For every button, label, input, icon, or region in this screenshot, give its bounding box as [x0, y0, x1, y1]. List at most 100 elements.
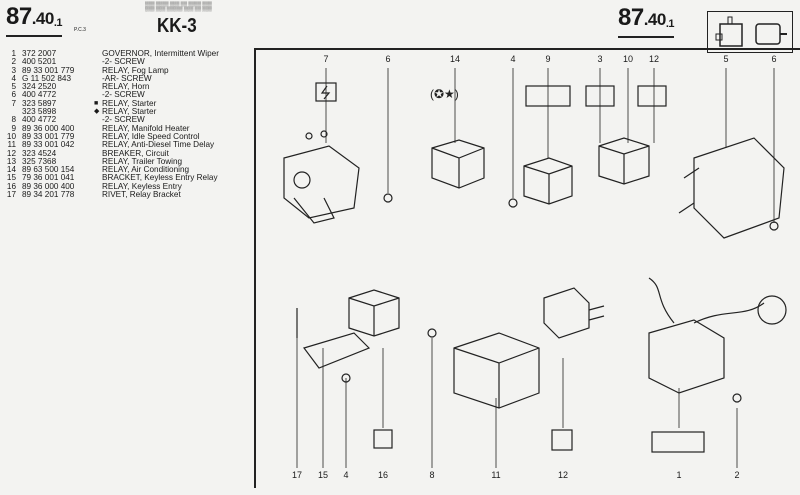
callout-number: 6 [385, 54, 391, 64]
callout-number: 6 [771, 54, 777, 64]
part-number: 89 34 201 778 [22, 190, 75, 200]
variant-symbol [94, 191, 102, 199]
item-number: 14 [6, 165, 16, 175]
diagram-top-rule [254, 48, 800, 50]
item-number: 16 [6, 181, 16, 191]
part-number: 89 36 000 400 [22, 123, 75, 133]
variant-symbol: ■ [94, 99, 99, 107]
part-description: RELAY, Fog Lamp [102, 65, 169, 75]
wiper-governor-1-drawing [648, 277, 787, 394]
part-description: BRACKET, Keyless Entry Relay [102, 173, 218, 183]
header-fine-print: ▒▒▒ ▒▒▒▒ ▒▒▒ ▒▒ ▒▒▒▒ ▒▒▒▒▒▒ ▒▒▒ ▒▒▒▒▒ ▒▒… [145, 1, 212, 11]
callout-number: 2 [734, 470, 740, 480]
callout-number: 12 [648, 54, 660, 64]
bracket-15-drawing [296, 308, 371, 369]
callout-number: 12 [557, 470, 569, 480]
part-description: RELAY, Starter [102, 98, 157, 108]
item-number: 9 [11, 123, 16, 133]
part-number: 89 33 001 042 [22, 140, 75, 150]
callout-number: 9 [545, 54, 551, 64]
item-number: 6 [11, 90, 16, 100]
item-number: 8 [11, 115, 16, 125]
parts-list-row: 1 372 2007 GOVERNOR, Intermittent Wiper [4, 49, 219, 58]
parts-list-row: 11 89 33 001 042 RELAY, Anti-Diesel Time D… [4, 140, 219, 150]
part-number: 372 2007 [22, 49, 57, 58]
part-description: RELAY, Keyless Entry [102, 181, 182, 191]
variant-symbol [94, 58, 102, 66]
part-description: RELAY, Idle Speed Control [102, 131, 200, 141]
part-number: 400 4772 [22, 115, 57, 125]
callout-number: 4 [510, 54, 516, 64]
part-description: RELAY, Horn [102, 82, 150, 92]
part-number: 89 33 001 779 [22, 65, 75, 75]
variant-symbol [94, 158, 102, 166]
callout-number: 11 [491, 470, 501, 480]
part-description: RELAY, Air Conditioning [102, 165, 190, 175]
part-description: RELAY, Manifold Heater [102, 123, 190, 133]
relay-16-drawing [348, 289, 400, 337]
variant-symbol [94, 141, 102, 149]
part-description: -AR- SCREW [102, 73, 152, 83]
page-number-right: 87.40.1 [618, 6, 675, 38]
parts-list-row: 14 89 63 500 154 RELAY, Air Conditioning [4, 165, 219, 175]
part-description: RELAY, Trailer Towing [102, 156, 183, 166]
callout-number: 5 [723, 54, 729, 64]
item-number: 4 [11, 73, 16, 83]
relay-10-drawing [598, 137, 650, 185]
relay-11-drawing [453, 332, 540, 409]
variant-symbol [94, 174, 102, 182]
callout-number: 7 [323, 54, 329, 64]
item-number: 11 [7, 140, 17, 150]
variant-symbol [94, 83, 102, 91]
part-description: BREAKER, Circuit [102, 148, 169, 158]
section-thumbnail [707, 11, 793, 53]
page-number: 87.40.1 [6, 5, 63, 37]
variant-symbol [94, 50, 102, 58]
callout-number: 16 [377, 470, 389, 480]
item-number: 5 [11, 82, 16, 92]
callout-number: 4 [343, 470, 349, 480]
item-number: 10 [6, 131, 16, 141]
variant-symbol [94, 75, 102, 83]
callout-number: 14 [449, 54, 461, 64]
variant-symbol [94, 166, 102, 174]
part-description: RELAY, Anti-Diesel Time Delay [102, 140, 215, 150]
part-number: G 11 502 843 [22, 73, 72, 83]
variant-symbol [94, 67, 102, 75]
item-number: 7 [11, 98, 16, 108]
item-number: 15 [6, 173, 16, 183]
part-description: -2- SCREW [102, 90, 145, 100]
part-number: 89 63 500 154 [22, 165, 75, 175]
part-description: RIVET, Relay Bracket [102, 190, 181, 200]
part-number: 79 36 001 041 [22, 173, 75, 183]
circuit-breaker-12-drawing [543, 287, 605, 339]
item-number: 1 [11, 49, 16, 58]
parts-list-row: 4 G 11 502 843 -AR- SCREW [4, 73, 219, 83]
variant-symbol [94, 116, 102, 124]
variant-symbol: ◆ [94, 108, 100, 116]
item-number: 13 [6, 156, 16, 166]
callout-number: 8 [429, 470, 435, 480]
horn-relay-5-drawing [678, 137, 785, 239]
function-symbols: (✪★) [315, 82, 705, 453]
leader-lines [296, 68, 775, 468]
relay-9-drawing [523, 157, 573, 205]
part-number: 323 5898 [22, 107, 57, 117]
part-number: 324 2520 [22, 82, 57, 92]
parts-list-row: 15 79 36 001 041 BRACKET, Keyless Entry Re… [4, 173, 219, 183]
callout-number: 17 [291, 470, 303, 480]
part-description: RELAY, Starter [102, 107, 157, 117]
part-description: -2- SCREW [102, 57, 145, 67]
part-description: GOVERNOR, Intermittent Wiper [102, 49, 219, 58]
variant-symbol [94, 183, 102, 191]
